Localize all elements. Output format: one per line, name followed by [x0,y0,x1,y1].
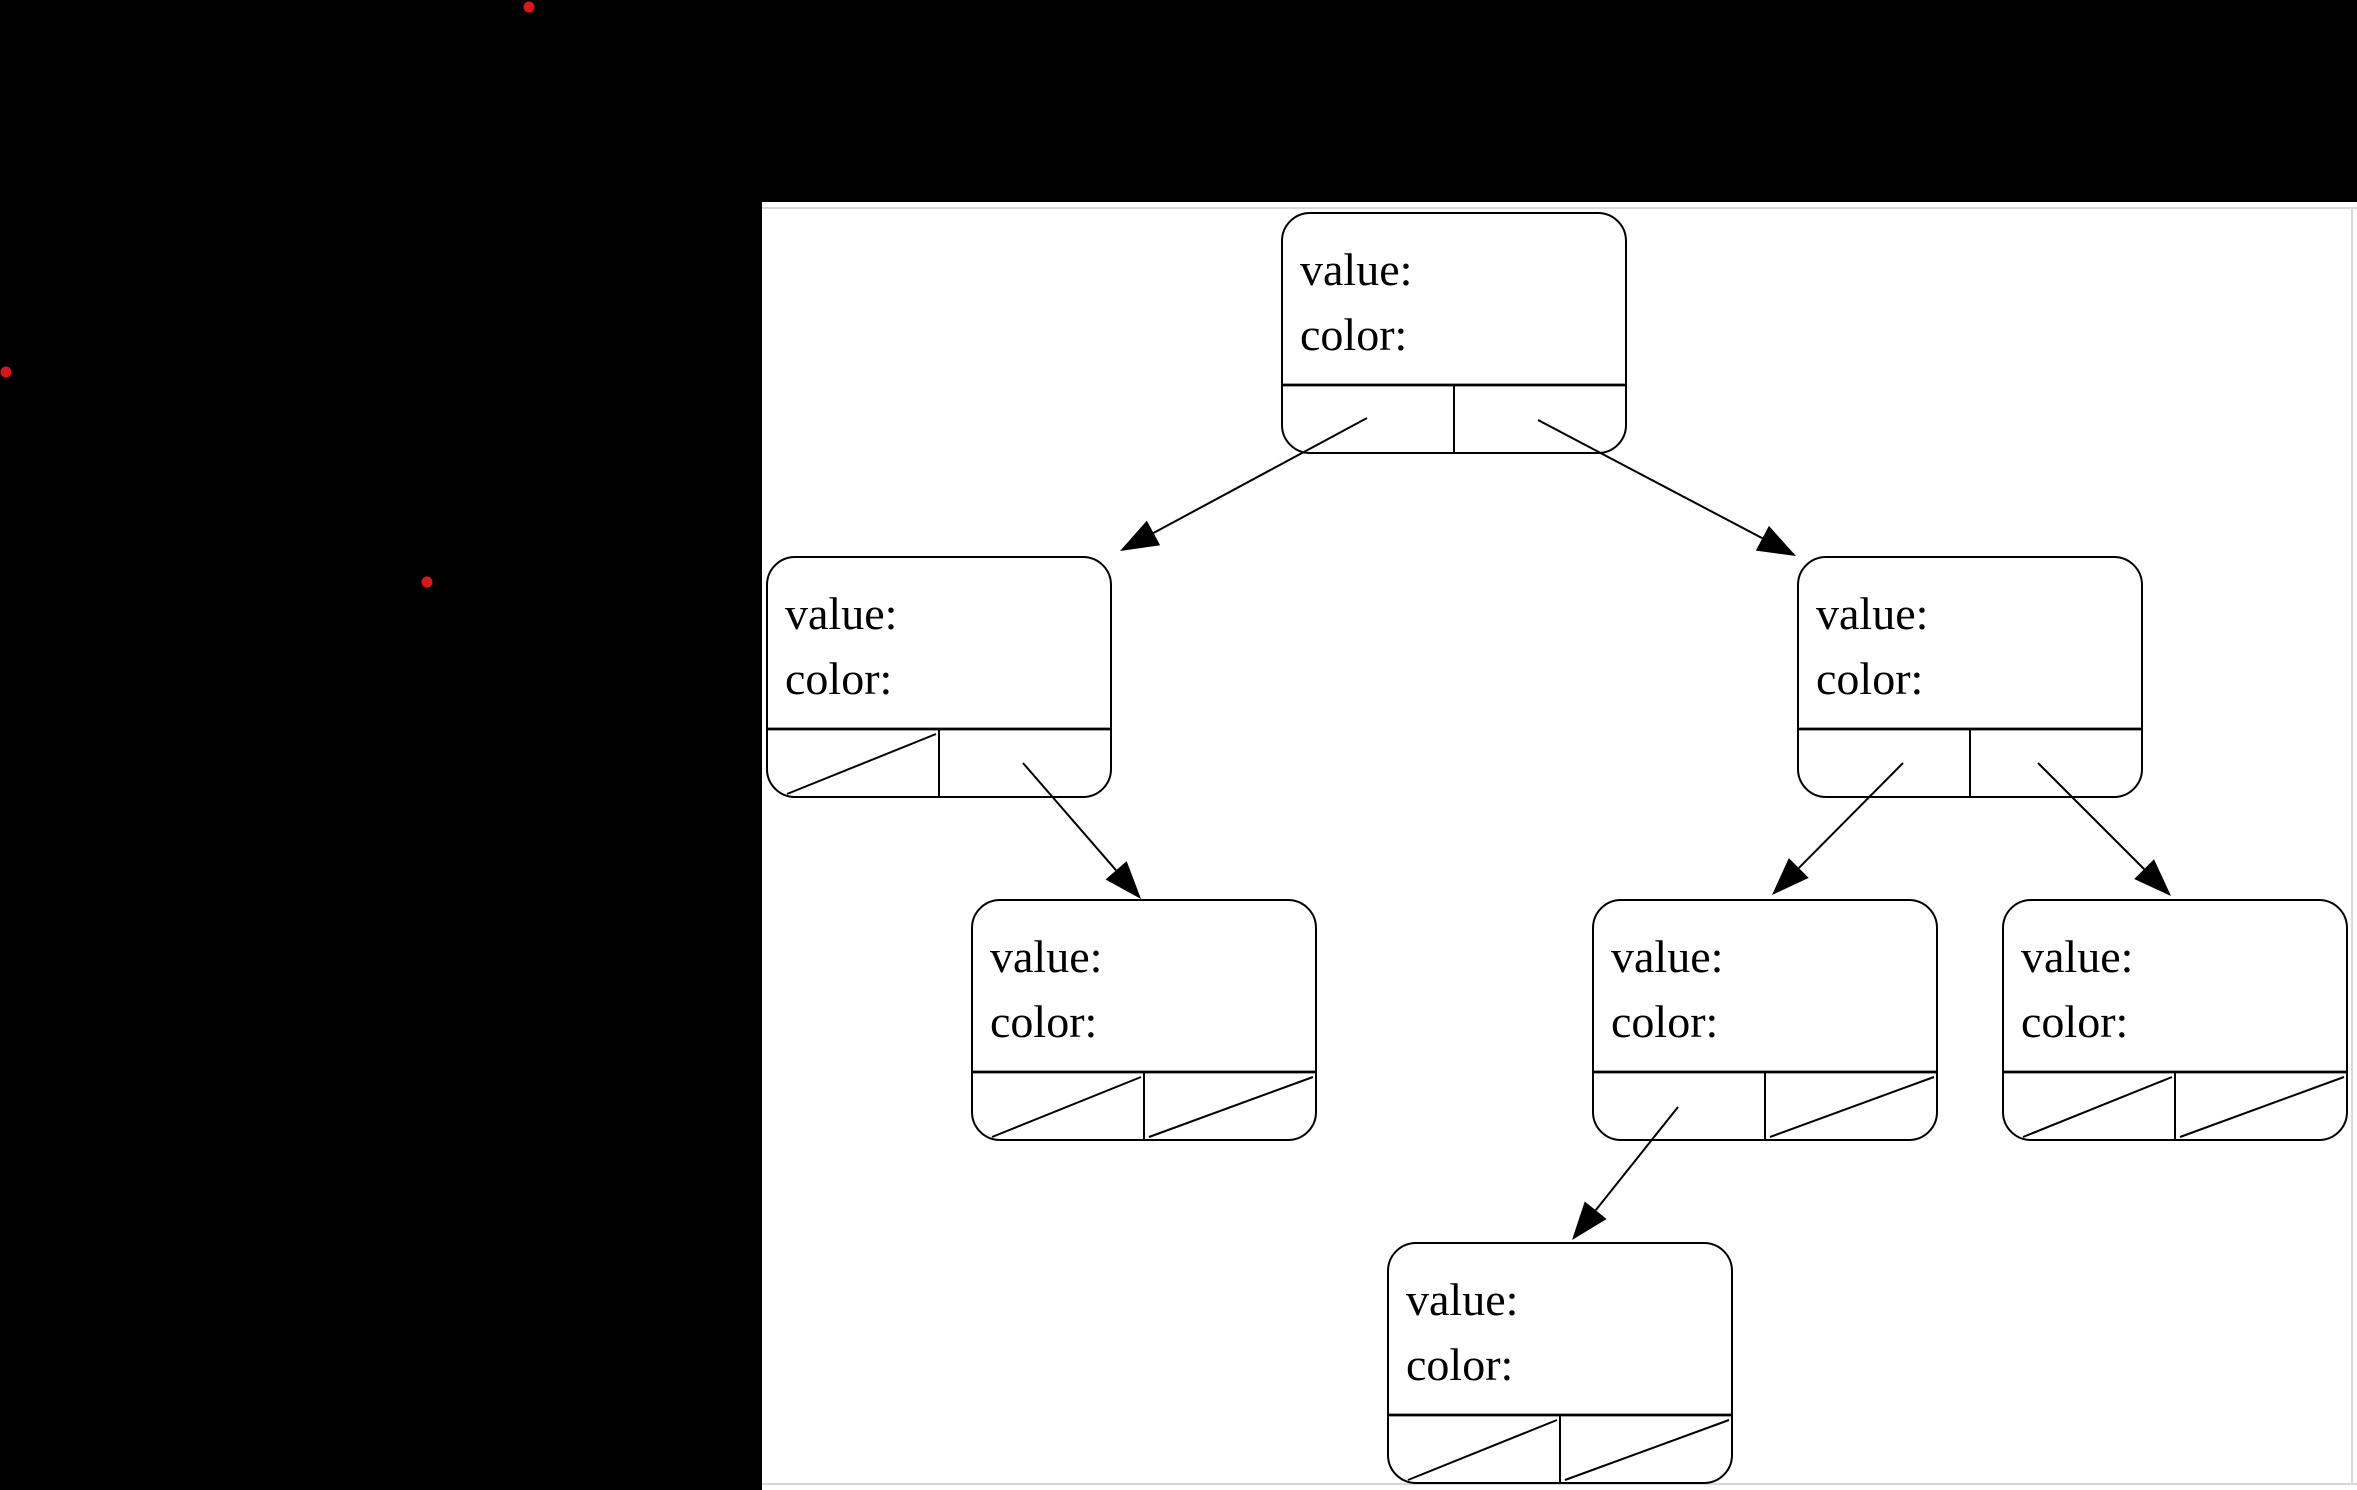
pointer-arrow-l2-right-left [1772,762,1904,895]
node-value-label: value: [1406,1274,1518,1325]
tree-node-l2-right: value: color: [1797,556,2143,798]
arrow-shaft [1152,417,1368,534]
tree-node-l3-mid: value: color: [1592,899,1938,1141]
right-null-slash [1148,1076,1314,1138]
red-cursor-dot [523,1,535,13]
pointer-arrow-l2-left-right [1022,762,1141,899]
left-null-slash [1407,1419,1558,1481]
tree-node-l4: value: color: [1387,1242,1733,1484]
left-null-slash [991,1076,1142,1138]
arrow-shaft [1594,1106,1679,1211]
pointer-arrow-root-left [1120,417,1368,551]
node-color-label: color: [990,996,1097,1047]
arrowhead-icon [2134,859,2171,896]
left-null-slash [786,733,937,795]
red-cursor-dot [421,576,433,588]
arrow-shaft [1537,419,1763,540]
red-cursor-dot [0,366,12,378]
pointer-arrow-root-right [1537,419,1796,556]
arrow-shaft [1022,762,1117,871]
node-value-label: value: [2021,931,2133,982]
tree-node-l2-left: value: color: [766,556,1112,798]
node-value-label: value: [1300,244,1412,295]
arrow-shaft [1798,762,1904,869]
node-value-label: value: [1611,931,1723,982]
arrowhead-icon [1105,861,1141,899]
right-null-slash [1769,1076,1935,1138]
tree-node-root: value: color: [1281,212,1627,454]
tree-node-l3-left: value: color: [971,899,1317,1141]
node-color-label: color: [1300,309,1407,360]
arrowhead-icon [1572,1201,1607,1240]
node-value-label: value: [785,588,897,639]
node-color-label: color: [2021,996,2128,1047]
arrowhead-icon [1120,520,1161,551]
left-null-slash [2022,1076,2173,1138]
node-value-label: value: [990,931,1102,982]
pointer-arrow-l3-mid-left [1572,1106,1679,1240]
arrowhead-icon [1772,858,1809,895]
node-color-label: color: [1611,996,1718,1047]
node-color-label: color: [785,653,892,704]
tree-node-l3-right: value: color: [2002,899,2348,1141]
pointer-arrow-l2-right-right [2037,762,2171,896]
arrow-shaft [2037,762,2145,870]
right-null-slash [1564,1419,1730,1481]
node-color-label: color: [1406,1339,1513,1390]
right-null-slash [2179,1076,2345,1138]
node-color-label: color: [1816,653,1923,704]
node-value-label: value: [1816,588,1928,639]
arrowhead-icon [1755,525,1796,556]
